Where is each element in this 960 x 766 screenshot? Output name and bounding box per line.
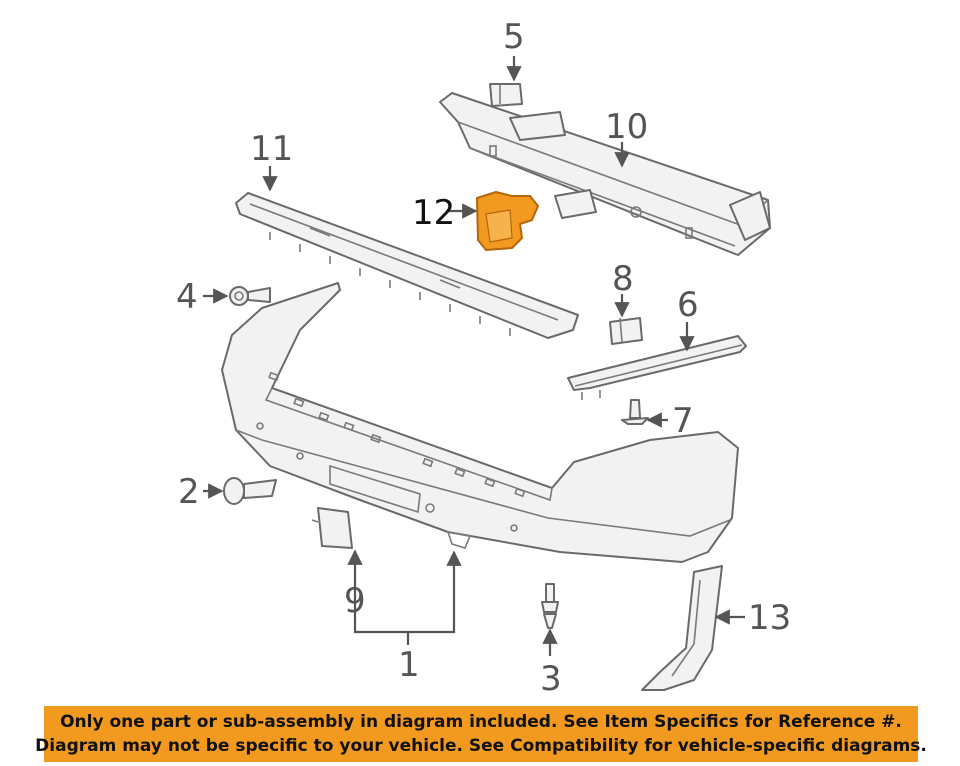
callout-labels: 1 2 3 4 5 6 7 8 9 10 11 12 13 <box>176 17 791 699</box>
fastener-part-4 <box>229 286 271 306</box>
disclaimer-line-1: Only one part or sub-assembly in diagram… <box>60 712 902 732</box>
leader-lines <box>203 56 745 656</box>
step-pad <box>235 192 579 339</box>
parts-diagram: 1 2 3 4 5 6 7 8 9 10 11 12 13 <box>176 17 791 699</box>
callout-2: 2 <box>178 472 200 512</box>
disclaimer-line-2: Diagram may not be specific to your vehi… <box>35 736 927 756</box>
callout-10: 10 <box>605 107 648 147</box>
fastener-part-7 <box>621 399 649 425</box>
callout-13: 13 <box>748 598 791 638</box>
callout-3: 3 <box>540 659 562 699</box>
callout-11: 11 <box>250 129 293 169</box>
fastener-part-2 <box>223 477 277 505</box>
reinforcement-beam <box>439 92 771 256</box>
cover-part-9 <box>311 507 353 549</box>
molding-part-13 <box>641 565 723 691</box>
callout-1: 1 <box>398 645 420 685</box>
highlighted-bracket-part-12 <box>476 191 539 251</box>
callout-8: 8 <box>612 259 634 299</box>
bumper-cover <box>221 282 739 563</box>
callout-7: 7 <box>672 401 694 441</box>
fastener-part-3 <box>541 583 559 629</box>
callout-4: 4 <box>176 277 198 317</box>
bracket-part-8 <box>609 317 643 345</box>
disclaimer-banner: Only one part or sub-assembly in diagram… <box>35 706 927 762</box>
bumper-support <box>567 335 747 400</box>
bracket-part-5 <box>489 83 523 107</box>
callout-9: 9 <box>344 581 366 621</box>
callout-6: 6 <box>677 285 699 325</box>
callout-12: 12 <box>412 193 455 233</box>
callout-5: 5 <box>503 17 525 57</box>
